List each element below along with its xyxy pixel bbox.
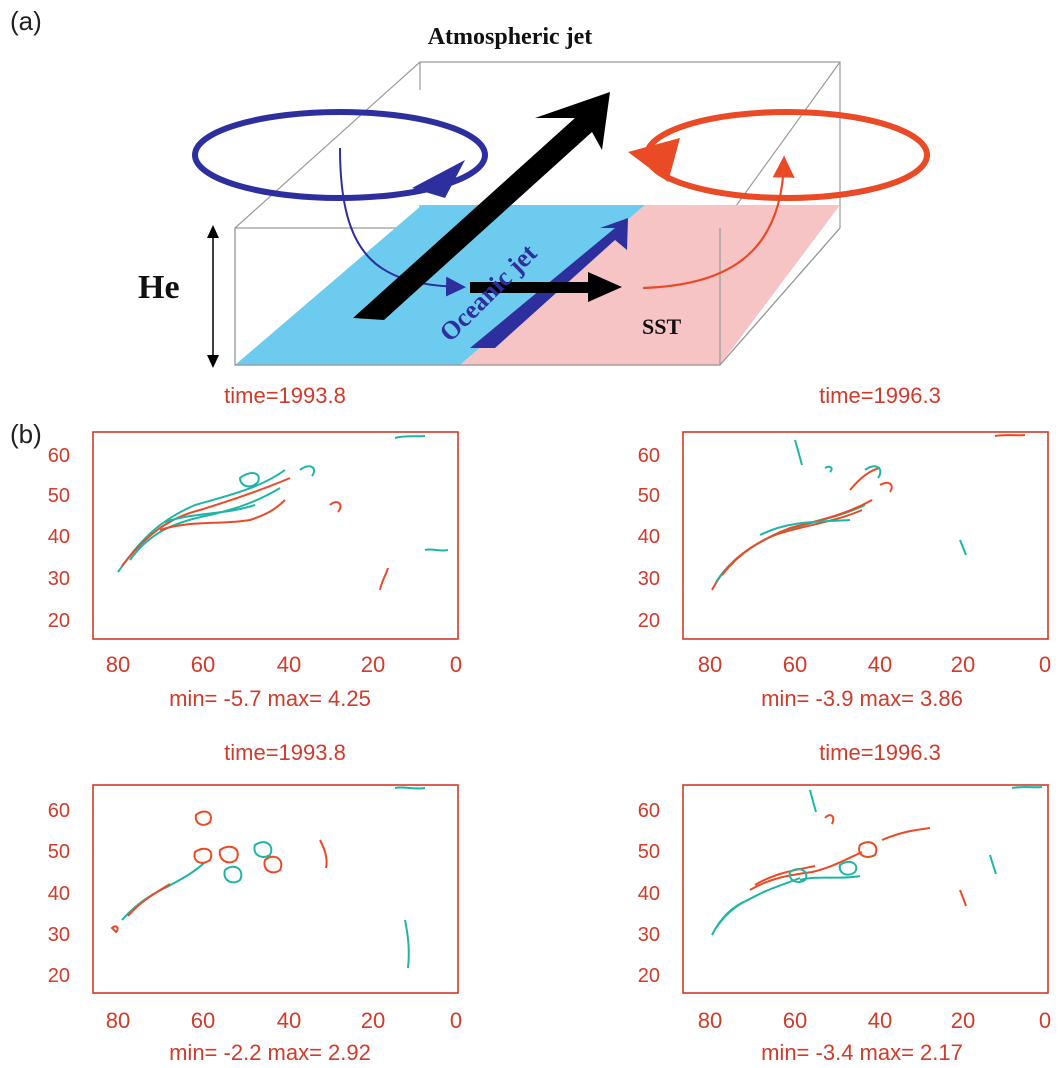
panel-a-schematic: (a) Atmospheric jet He [10,6,930,368]
plot-2-frame [682,431,1049,640]
map-plot-2: time=1996.3 60 50 40 30 20 80 60 40 20 0… [638,383,1051,711]
plot-2-xtick-80: 80 [698,652,722,677]
plot-3-frame [92,784,459,994]
plot-4-xtick-80: 80 [698,1008,722,1033]
plot-2-stats-label: min= -3.9 max= 3.86 [761,686,963,711]
plot-1-xtick-20: 20 [361,652,385,677]
plot-4-ytick-60: 60 [638,800,660,822]
atmospheric-jet-arrow [353,92,610,320]
map-plot-1: time=1993.8 60 50 40 30 20 80 60 40 20 0… [48,383,462,711]
sst-label: SST [642,314,681,339]
map-plot-3: time=1993.8 60 50 40 30 20 80 60 40 20 0… [48,740,462,1065]
plot-2-xtick-40: 40 [868,652,892,677]
plot-4-time-label: time=1996.3 [819,740,941,765]
panel-a-label: (a) [10,6,42,36]
plot-2-ytick-60: 60 [638,445,660,467]
plot-4-ytick-50: 50 [638,841,660,863]
plot-2-xtick-60: 60 [783,652,807,677]
plot-3-stats-label: min= -2.2 max= 2.92 [169,1040,371,1065]
surface-flow-arrow [470,272,622,302]
plot-2-contours [711,434,1026,591]
anticyclone-circulation [628,109,930,290]
plot-3-xtick-60: 60 [191,1008,215,1033]
plot-1-xtick-40: 40 [277,652,301,677]
map-plot-4: time=1996.3 60 50 40 30 20 80 60 40 20 0… [638,740,1051,1065]
panel-b-label: (b) [10,419,42,449]
plot-4-ytick-20: 20 [638,965,660,987]
plot-3-xtick-40: 40 [277,1008,301,1033]
panel-b-maps: (b) time=1993.8 60 50 40 30 20 80 60 40 … [10,383,1051,1065]
cyclone-circulation [192,109,488,297]
plot-2-ytick-30: 30 [638,568,660,590]
plot-3-ytick-40: 40 [48,883,70,905]
plot-4-frame [682,784,1049,994]
plot-1-xtick-0: 0 [450,652,462,677]
plot-4-xtick-20: 20 [951,1008,975,1033]
plot-4-contours [711,786,1043,936]
plot-1-ytick-50: 50 [48,485,70,507]
plot-3-xtick-80: 80 [106,1008,130,1033]
plot-1-xtick-80: 80 [106,652,130,677]
plot-2-ytick-20: 20 [638,610,660,632]
plot-1-ytick-20: 20 [48,610,70,632]
plot-2-xtick-20: 20 [951,652,975,677]
plot-4-xtick-60: 60 [783,1008,807,1033]
plot-2-ytick-50: 50 [638,485,660,507]
plot-1-time-label: time=1993.8 [224,383,346,408]
plot-2-ytick-40: 40 [638,526,660,548]
plot-4-ytick-40: 40 [638,883,660,905]
plot-3-ytick-30: 30 [48,924,70,946]
plot-3-ytick-20: 20 [48,965,70,987]
plot-2-time-label: time=1996.3 [819,383,941,408]
plot-3-xtick-0: 0 [450,1008,462,1033]
plot-4-stats-label: min= -3.4 max= 2.17 [761,1040,963,1065]
plot-1-ytick-60: 60 [48,445,70,467]
plot-1-xtick-60: 60 [191,652,215,677]
atmospheric-jet-title: Atmospheric jet [428,24,593,50]
plot-3-xtick-20: 20 [361,1008,385,1033]
height-label: He [138,269,180,306]
warm-ocean-surface [460,205,840,365]
plot-3-time-label: time=1993.8 [224,740,346,765]
height-arrow [207,225,219,368]
plot-3-contours [110,786,426,969]
plot-1-contours [117,435,449,591]
plot-4-ytick-30: 30 [638,924,660,946]
plot-4-xtick-0: 0 [1039,1008,1051,1033]
plot-3-ytick-50: 50 [48,841,70,863]
plot-1-stats-label: min= -5.7 max= 4.25 [169,686,371,711]
plot-4-xtick-40: 40 [868,1008,892,1033]
plot-2-xtick-0: 0 [1039,652,1051,677]
plot-1-ytick-30: 30 [48,568,70,590]
plot-3-ytick-60: 60 [48,800,70,822]
plot-1-frame [92,431,459,640]
plot-1-ytick-40: 40 [48,526,70,548]
